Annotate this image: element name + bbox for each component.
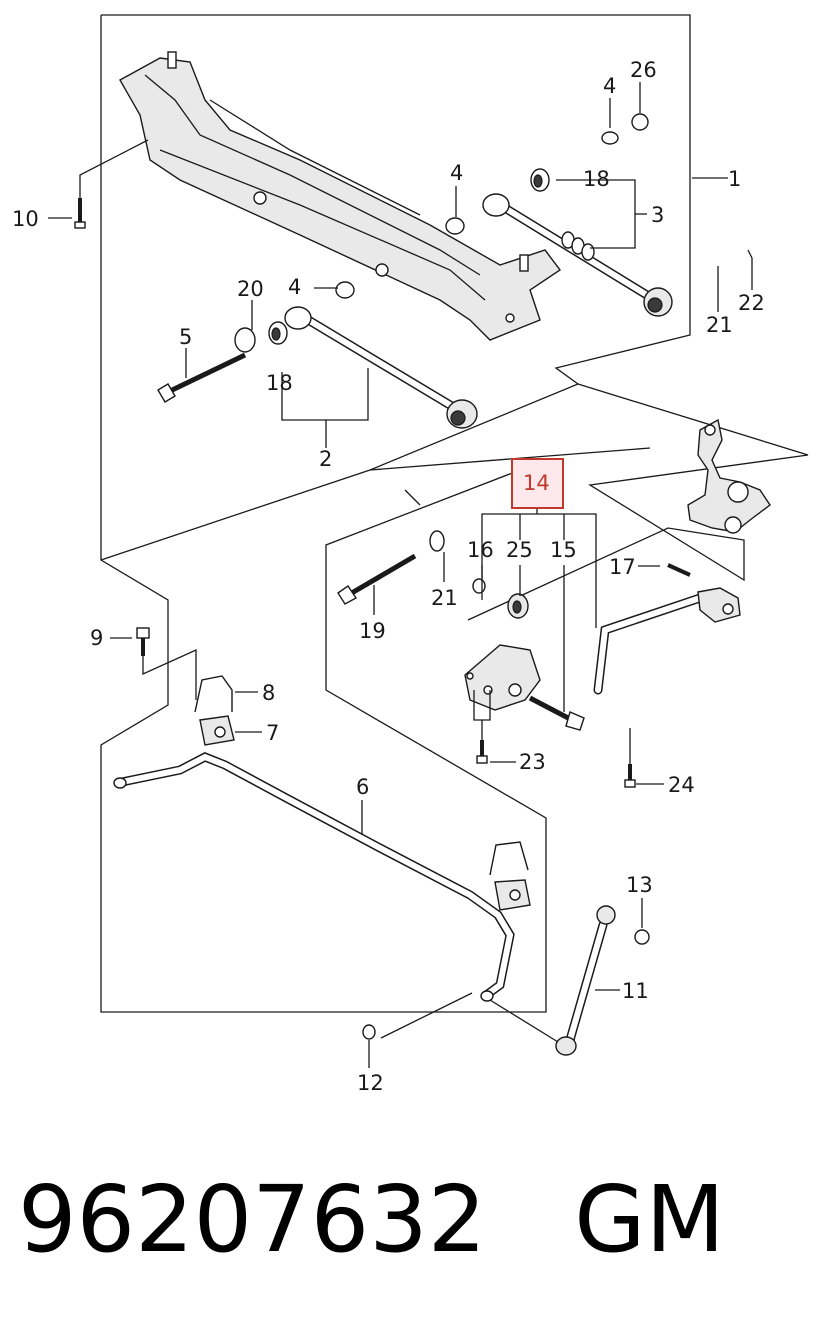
callout-6: 6 <box>356 775 369 799</box>
bolts <box>74 198 636 788</box>
leader-lines <box>48 82 753 1068</box>
callout-23: 23 <box>519 750 546 774</box>
callout-14-highlight <box>511 458 564 509</box>
callout-11: 11 <box>622 979 649 1003</box>
frame-outlines <box>100 14 809 1013</box>
callout-9: 9 <box>90 626 103 650</box>
brand-name: GM <box>574 1166 725 1273</box>
upper-stabilizer-rod <box>593 563 741 695</box>
callout-14: 14 <box>523 471 550 495</box>
callout-24: 24 <box>668 773 695 797</box>
callout-19: 19 <box>359 619 386 643</box>
callout-16: 16 <box>467 538 494 562</box>
callout-1: 1 <box>728 167 741 191</box>
exploded-parts-diagram: 1 2 3 4 4 4 5 6 7 8 9 10 11 12 13 14 15 … <box>12 14 809 1095</box>
upper-trailing-link <box>445 113 673 317</box>
callout-22: 22 <box>738 291 765 315</box>
callout-15: 15 <box>550 538 577 562</box>
callout-21-b: 21 <box>431 586 458 610</box>
callout-21-a: 21 <box>706 313 733 337</box>
callout-5: 5 <box>179 325 192 349</box>
callout-8: 8 <box>262 681 275 705</box>
callout-3: 3 <box>651 203 664 227</box>
callout-18-a: 18 <box>583 167 610 191</box>
callout-17: 17 <box>609 555 636 579</box>
lower-trailing-link <box>157 281 478 429</box>
callout-26: 26 <box>630 58 657 82</box>
part-footer: 96207632 GM <box>18 1165 808 1275</box>
callout-20: 20 <box>237 277 264 301</box>
bushings-clamps <box>194 675 531 911</box>
callout-7: 7 <box>266 721 279 745</box>
part-number: 96207632 <box>18 1166 487 1273</box>
callout-10: 10 <box>12 207 39 231</box>
crossmember <box>119 51 562 341</box>
callout-12: 12 <box>357 1071 384 1095</box>
callout-labels: 1 2 3 4 4 4 5 6 7 8 9 10 11 12 13 14 15 … <box>12 58 765 1095</box>
callout-4-c: 4 <box>288 275 301 299</box>
stabilizer-bar <box>113 752 515 1002</box>
stabilizer-link <box>362 905 650 1056</box>
callout-4-b: 4 <box>450 161 463 185</box>
callout-2: 2 <box>319 447 332 471</box>
callout-4-a: 4 <box>603 74 616 98</box>
callout-13: 13 <box>626 873 653 897</box>
knuckle <box>687 418 771 534</box>
bracket-assembly <box>337 530 585 731</box>
callout-18-b: 18 <box>266 371 293 395</box>
callout-25: 25 <box>506 538 533 562</box>
